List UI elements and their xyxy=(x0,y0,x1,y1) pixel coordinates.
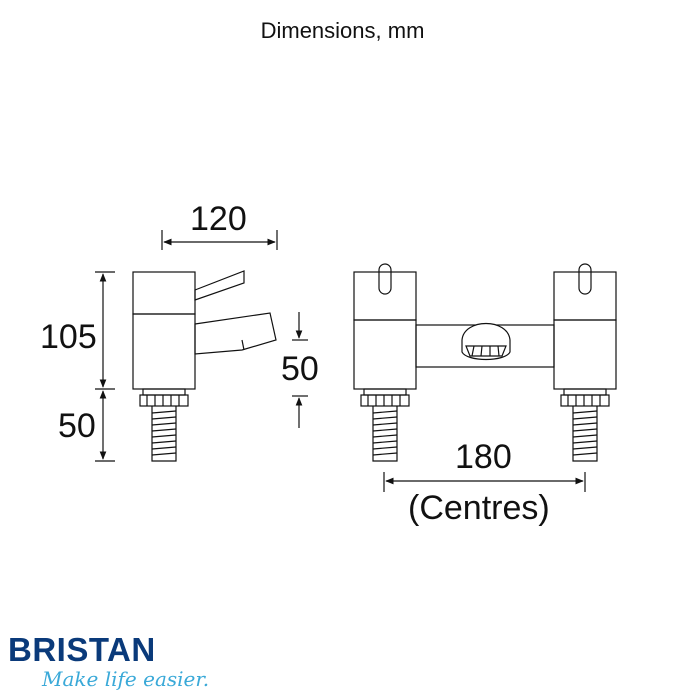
dimension-105 xyxy=(95,271,115,390)
dimension-label-centres: (Centres) xyxy=(408,489,550,527)
dimension-180 xyxy=(383,472,586,492)
dimension-50-spout xyxy=(292,312,308,428)
dimension-label-120: 120 xyxy=(190,200,247,238)
dimension-label-50-tail: 50 xyxy=(58,407,96,445)
dimension-label-180: 180 xyxy=(455,438,512,476)
dimension-label-105: 105 xyxy=(40,318,97,356)
page-title: Dimensions, mm xyxy=(260,18,425,43)
dimension-50-tail xyxy=(95,390,115,462)
front-view xyxy=(353,263,617,462)
brand-name: BRISTAN xyxy=(8,631,156,668)
side-view xyxy=(132,270,277,462)
dimension-120 xyxy=(161,230,278,250)
brand-tagline: Make life easier. xyxy=(42,667,210,691)
brand-logo: BRISTAN Make life easier. xyxy=(8,631,210,691)
dimension-label-50-spout: 50 xyxy=(281,350,319,388)
